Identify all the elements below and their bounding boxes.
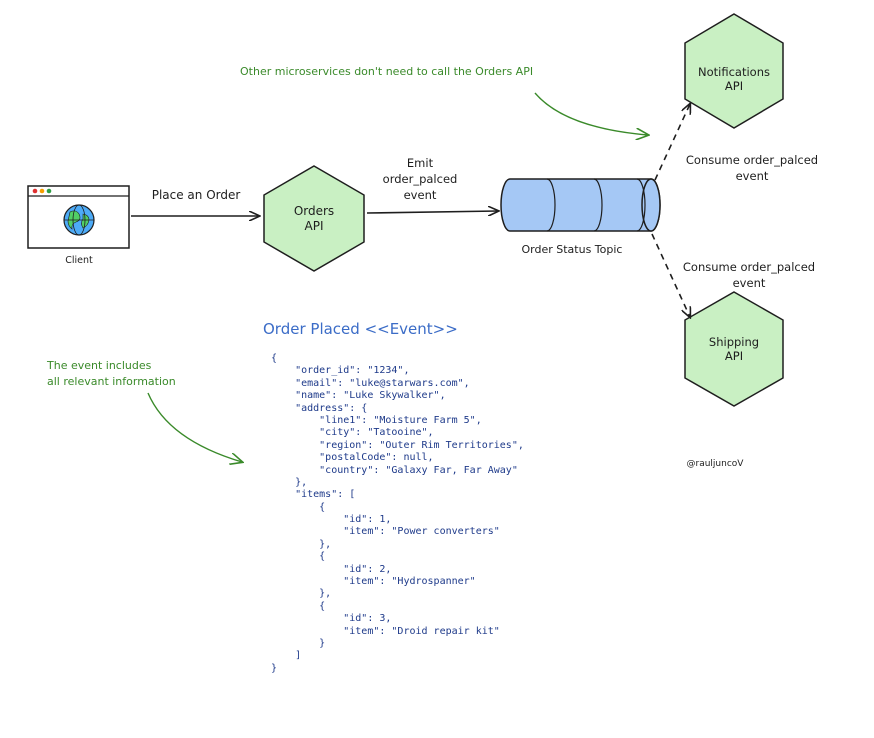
json-line: }: [271, 662, 278, 674]
event-title: Order Placed <<Event>>: [263, 320, 458, 338]
consume-shipping-label-line1: Consume order_palced: [683, 260, 815, 274]
json-line: "country": "Galaxy Far, Far Away": [271, 464, 518, 476]
place-order-label: Place an Order: [152, 188, 241, 202]
consume-shipping-label-line2: event: [733, 276, 766, 290]
json-line: "id": 2,: [271, 563, 392, 575]
json-line: }: [271, 637, 326, 649]
json-line: "name": "Luke Skywalker",: [271, 390, 446, 402]
notifications-api-hexagon: [684, 13, 784, 129]
event-info-annotation-arrow: [147, 392, 242, 462]
order-status-topic-node: Order Status Topic: [500, 178, 661, 256]
client-label: Client: [65, 255, 93, 266]
shipping-api-label-line2: API: [725, 349, 743, 363]
emit-label-line3: event: [404, 188, 437, 202]
json-line: "order_id": "1234",: [271, 365, 410, 377]
shipping-api-hexagon: [684, 291, 784, 407]
shipping-api-node: Shipping API: [684, 291, 784, 407]
json-line: "address": {: [271, 402, 368, 414]
json-line: "id": 1,: [271, 514, 392, 526]
author-credit: @rauljuncoV: [687, 459, 745, 469]
notifications-api-label-line1: Notifications: [698, 65, 770, 79]
orders-api-label-line2: API: [305, 219, 324, 233]
json-line: "region": "Outer Rim Territories",: [271, 439, 524, 451]
json-line: "postalCode": null,: [271, 452, 434, 464]
event-info-annotation-line1: The event includes: [46, 359, 152, 372]
globe-icon: [63, 204, 95, 236]
json-line: "city": "Tatooine",: [271, 427, 434, 439]
notifications-api-label-line2: API: [725, 79, 743, 93]
consume-notifications-arrow: [654, 104, 690, 181]
consume-notifications-label-line2: event: [736, 169, 769, 183]
notifications-api-node: Notifications API: [684, 13, 784, 129]
consume-shipping-arrow: [651, 233, 690, 317]
emit-label-line1: Emit: [407, 156, 434, 170]
emit-event-arrow: [366, 211, 498, 213]
json-line: "email": "luke@starwars.com",: [271, 377, 470, 389]
json-line: {: [271, 600, 326, 612]
client-node: Client: [27, 185, 130, 266]
json-line: },: [271, 476, 308, 488]
json-line: "items": [: [271, 489, 356, 501]
orders-api-label-line1: Orders: [294, 204, 334, 218]
microservices-annotation-arrow: [534, 92, 648, 135]
json-line: {: [271, 551, 326, 563]
json-line: {: [271, 501, 326, 513]
topic-label: Order Status Topic: [522, 243, 623, 256]
json-line: "item": "Droid repair kit": [271, 625, 500, 637]
json-line: ]: [271, 650, 302, 662]
shipping-api-label-line1: Shipping: [709, 335, 759, 349]
consume-notifications-label-line1: Consume order_palced: [686, 153, 818, 167]
microservices-annotation: Other microservices don't need to call t…: [240, 65, 533, 78]
orders-api-hexagon: [263, 165, 365, 272]
json-line: {: [271, 353, 278, 364]
json-line: "item": "Power converters": [271, 526, 500, 538]
json-line: "item": "Hydrospanner": [271, 576, 476, 588]
json-line: "line1": "Moisture Farm 5",: [271, 414, 482, 426]
json-line: },: [271, 588, 332, 600]
json-line: },: [271, 538, 332, 550]
orders-api-node: Orders API: [263, 165, 365, 272]
topic-cylinder: [500, 178, 661, 232]
json-line: "id": 3,: [271, 613, 392, 625]
event-info-annotation-line2: all relevant information: [47, 375, 176, 388]
emit-label-line2: order_palced: [383, 172, 458, 186]
event-json-payload: { "order_id": "1234", "email": "luke@sta…: [271, 353, 524, 675]
